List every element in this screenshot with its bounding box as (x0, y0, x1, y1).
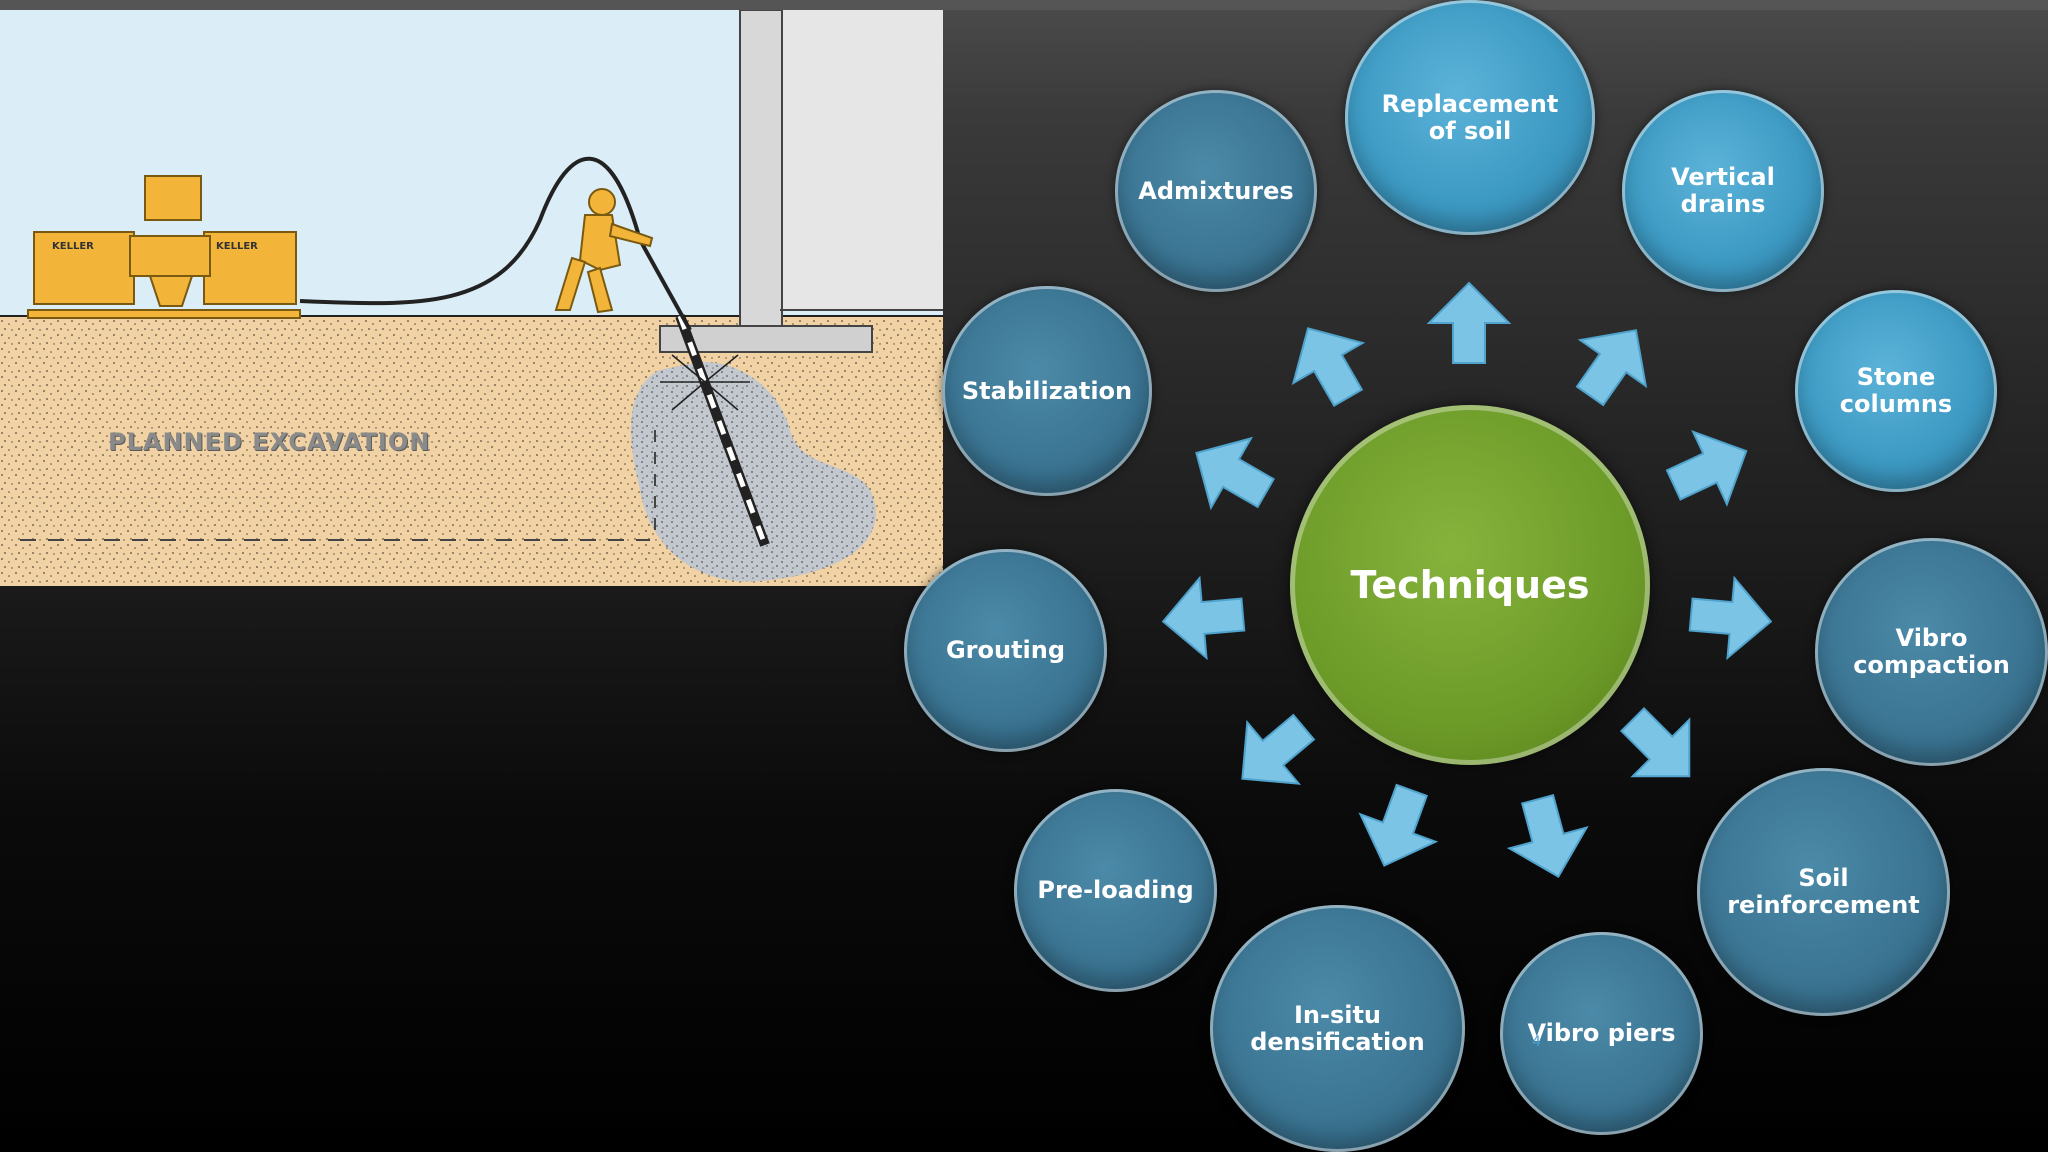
node-soil-reinforcement: Soil reinforcement (1697, 768, 1950, 1016)
page-number: 4 (1532, 1034, 1541, 1050)
node-grouting: Grouting (904, 549, 1107, 752)
machine-brand-right: KELLER (216, 241, 258, 252)
arrow-upper-left-icon (1195, 436, 1276, 511)
node-in-situ-densification: In-situ densification (1210, 905, 1465, 1152)
node-label: Vertical drains (1671, 163, 1775, 218)
node-vibro-piers: Vibro piers (1500, 932, 1703, 1135)
arrow-up-right-icon (1575, 329, 1648, 407)
node-stabilization: Stabilization (942, 286, 1152, 496)
node-stone-columns: Stone columns (1795, 290, 1997, 492)
node-label: In-situ densification (1250, 1000, 1425, 1056)
center-node-techniques: Techniques (1290, 405, 1650, 765)
planned-excavation-label: PLANNED EXCAVATION (108, 428, 431, 456)
arrow-left-icon (1161, 575, 1246, 661)
node-label: Admixtures (1138, 176, 1294, 205)
grouting-illustration: KELLER KELLER PLANNED EXCAVATION (0, 10, 943, 586)
node-label: Replacement of soil (1381, 89, 1559, 145)
arrow-up-left-icon (1291, 327, 1366, 408)
node-vibro-compaction: Vibro compaction (1815, 538, 2048, 766)
arrow-down-right-icon (1619, 706, 1691, 778)
node-label: Vibro piers (1527, 1019, 1676, 1048)
node-label: Vibro compaction (1853, 624, 2010, 679)
arrow-right-icon (1688, 575, 1773, 661)
top-bar (0, 0, 2048, 10)
node-label: Stone columns (1839, 363, 1953, 418)
node-pre-loading: Pre-loading (1014, 789, 1217, 992)
node-label: Soil reinforcement (1727, 864, 1920, 919)
illustration-drawing (0, 10, 943, 586)
node-replacement-of-soil: Replacement of soil (1345, 0, 1595, 235)
node-admixtures: Admixtures (1115, 90, 1317, 292)
arrow-down-icon (1506, 793, 1589, 879)
arrow-right-up-icon (1665, 429, 1748, 507)
node-label: Grouting (945, 636, 1066, 665)
center-label: Techniques (1350, 563, 1590, 607)
arrow-lower-left-icon (1241, 713, 1316, 785)
arrow-up-icon (1426, 281, 1512, 364)
node-vertical-drains: Vertical drains (1622, 90, 1824, 292)
node-label: Stabilization (961, 376, 1133, 405)
arrow-down-left-icon (1358, 783, 1439, 867)
node-label: Pre-loading (1037, 876, 1194, 905)
machine-brand-left: KELLER (52, 241, 94, 252)
